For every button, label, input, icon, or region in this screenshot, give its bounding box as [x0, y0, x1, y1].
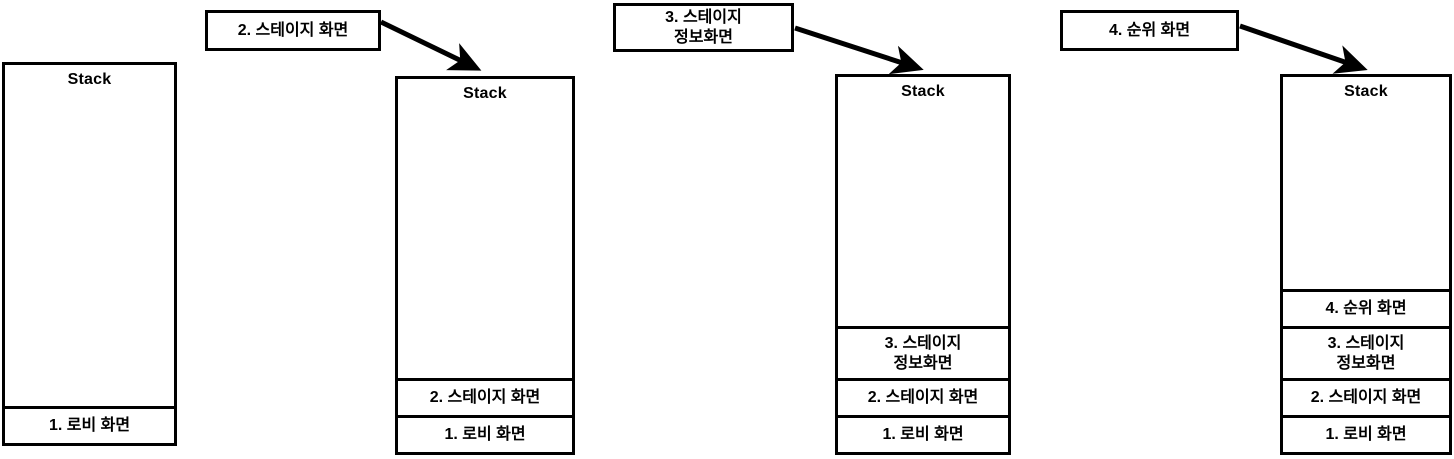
stack-frame-lobby[interactable]: 1. 로비 화면: [398, 415, 572, 452]
callout-stage-screen[interactable]: 2. 스테이지 화면: [205, 10, 381, 51]
arrow-callout2-to-stack2: [379, 19, 482, 71]
stack-frame-stage-info[interactable]: 3. 스테이지 정보화면: [838, 326, 1008, 378]
stack-3: Stack 3. 스테이지 정보화면 2. 스테이지 화면 1. 로비 화면: [835, 74, 1011, 455]
stack-frame-rank[interactable]: 4. 순위 화면: [1283, 289, 1449, 326]
stack-frame-stage-info[interactable]: 3. 스테이지 정보화면: [1283, 326, 1449, 378]
callout-rank-screen[interactable]: 4. 순위 화면: [1060, 10, 1239, 51]
stack-2-title: Stack: [463, 85, 507, 102]
callout-stage-info-screen[interactable]: 3. 스테이지 정보화면: [613, 3, 794, 52]
stack-1: Stack 1. 로비 화면: [2, 62, 177, 446]
stack-3-frames: 3. 스테이지 정보화면 2. 스테이지 화면 1. 로비 화면: [838, 77, 1008, 452]
stack-2: Stack 2. 스테이지 화면 1. 로비 화면: [395, 76, 575, 455]
stack-2-frames: 2. 스테이지 화면 1. 로비 화면: [398, 79, 572, 452]
stack-1-frames: 1. 로비 화면: [5, 65, 174, 443]
stack-4: Stack 4. 순위 화면 3. 스테이지 정보화면 2. 스테이지 화면 1…: [1280, 74, 1452, 455]
arrow-callout4-to-stack4: [1239, 23, 1368, 74]
stack-frame-lobby[interactable]: 1. 로비 화면: [838, 415, 1008, 452]
stack-frame-stage[interactable]: 2. 스테이지 화면: [1283, 378, 1449, 415]
stack-1-title: Stack: [67, 71, 112, 88]
stack-frame-stage[interactable]: 2. 스테이지 화면: [838, 378, 1008, 415]
arrow-callout3-to-stack3: [794, 25, 924, 75]
stack-frame-stage[interactable]: 2. 스테이지 화면: [398, 378, 572, 415]
stack-frame-lobby[interactable]: 1. 로비 화면: [1283, 415, 1449, 452]
stack-frame-lobby[interactable]: 1. 로비 화면: [5, 406, 174, 443]
stack-4-frames: 4. 순위 화면 3. 스테이지 정보화면 2. 스테이지 화면 1. 로비 화…: [1283, 77, 1449, 452]
stack-3-title: Stack: [901, 83, 945, 100]
stack-4-title: Stack: [1344, 83, 1388, 100]
